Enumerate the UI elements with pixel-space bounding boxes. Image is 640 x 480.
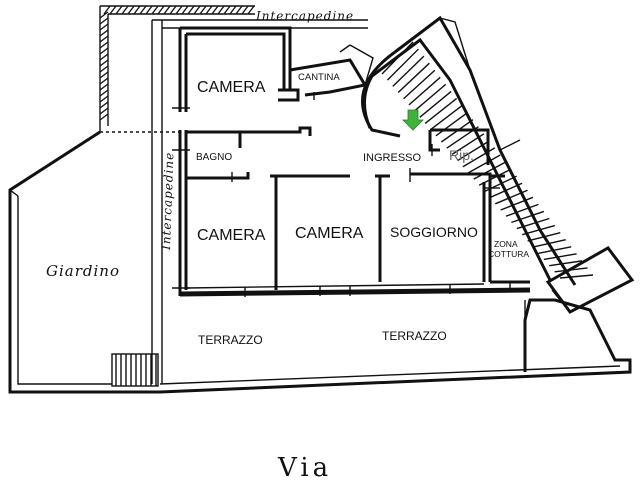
room-label-rip: Rip. xyxy=(449,147,474,163)
area-label-terrazzo-left: TERRAZZO xyxy=(198,333,263,347)
area-label-terrazzo-right: TERRAZZO xyxy=(382,329,447,343)
room-label-camera-mid: CAMERA xyxy=(295,225,364,242)
room-label-cantina: CANTINA xyxy=(298,72,340,83)
area-label-giardino: Giardino xyxy=(46,262,120,280)
intercapedine-side-label: Intercapedine xyxy=(159,152,176,252)
room-label-bagno: BAGNO xyxy=(196,152,232,163)
room-label-ingresso: INGRESSO xyxy=(363,152,422,164)
intercapedine-top-label: Intercapedine xyxy=(255,9,354,23)
room-label-soggiorno: SOGGIORNO xyxy=(390,224,478,240)
room-label-cottura: COTTURA xyxy=(488,249,529,259)
arrow-down-icon xyxy=(402,109,424,131)
staircase xyxy=(371,15,635,314)
room-label-zona: ZONA xyxy=(494,239,518,249)
room-label-camera-top: CAMERA xyxy=(197,79,266,96)
property-boundary xyxy=(8,130,632,394)
window-ticks xyxy=(172,92,511,297)
garden-steps xyxy=(111,353,159,387)
apartment-walls xyxy=(178,26,531,297)
retaining-wall-hatch xyxy=(99,5,255,132)
street-label-via: Via xyxy=(277,453,332,480)
room-label-camera-left: CAMERA xyxy=(197,227,266,244)
